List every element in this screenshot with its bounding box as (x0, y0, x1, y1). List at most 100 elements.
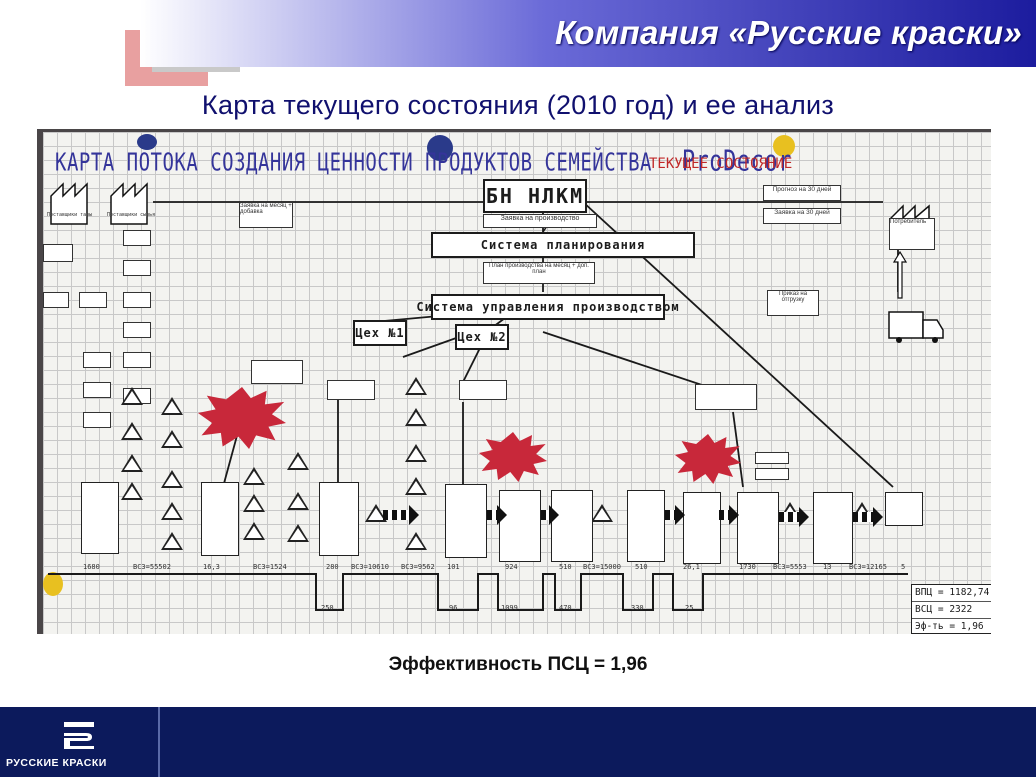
board-brand: ProDecor (681, 146, 792, 179)
timeline-wait-value: 470 (559, 604, 572, 612)
note-order (695, 384, 757, 410)
inventory-triangle-icon (121, 387, 143, 405)
truck-icon (888, 311, 944, 343)
line-down-e (222, 431, 239, 488)
line-order-c (732, 411, 744, 488)
summary-box: ВПЦ = 1182,74 ВСЦ = 2322 Эф-ть = 1,96 (911, 584, 991, 634)
note-order (459, 380, 507, 400)
note-monthly-plan: План производства на месяц + доп. план (483, 262, 595, 284)
board-title-text: КАРТА ПОТОКА СОЗДАНИЯ ЦЕННОСТИ ПРОДУКТОВ… (55, 148, 652, 178)
note-forecast: Прогноз на 30 дней (763, 185, 841, 201)
inventory-triangle-icon (161, 470, 183, 488)
note-order (755, 452, 789, 464)
timeline-wait-value: 25 (685, 604, 694, 612)
timeline-ladder (48, 573, 908, 611)
box-shop-2: Цех №2 (455, 324, 509, 350)
push-arrow-icon (665, 505, 685, 525)
inventory-triangle-icon (287, 492, 309, 510)
header-band (140, 0, 1036, 67)
timeline-value: ВСЗ=55502 (133, 563, 171, 571)
note-order (327, 380, 375, 400)
timeline-value: 1730 (739, 563, 756, 571)
timeline-value: 924 (505, 563, 518, 571)
timeline-value: ВСЗ=10610 (351, 563, 389, 571)
up-arrow-icon (893, 250, 907, 299)
inventory-triangle-icon (161, 532, 183, 550)
factory-icon (110, 182, 148, 225)
timeline-value: 1680 (83, 563, 100, 571)
inventory-triangle-icon (243, 494, 265, 512)
push-arrow-icon (383, 505, 419, 525)
note-shipping-order: Приказ на отгрузку (767, 290, 819, 316)
timeline-wait-value: 96 (449, 604, 458, 612)
consumer-text: Потребитель (890, 219, 927, 225)
process-stage-box (319, 482, 359, 556)
transport-tag (43, 292, 69, 308)
supplier-raw-label: Поставщики тары (47, 212, 93, 218)
timeline-value: ВСЗ=5553 (773, 563, 807, 571)
process-stage-box (551, 490, 593, 562)
footer-bar (0, 707, 1036, 777)
logo-icon (64, 722, 94, 749)
process-stage-box (813, 492, 853, 564)
inventory-triangle-icon (121, 454, 143, 472)
push-arrow-icon (487, 505, 507, 525)
inventory-triangle-icon (287, 524, 309, 542)
timeline-wait-value: 330 (631, 604, 644, 612)
transport-tag (83, 352, 111, 368)
timeline-value: ВСЗ=1524 (253, 563, 287, 571)
push-arrow-icon (779, 507, 809, 527)
pin-yellow (43, 572, 63, 596)
transport-tag (123, 352, 151, 368)
push-arrow-icon (853, 507, 883, 527)
board-photo: КАРТА ПОТОКА СОЗДАНИЯ ЦЕННОСТИ ПРОДУКТОВ… (37, 129, 991, 634)
note-monthly-request: Заявка на месяц + добавка (239, 202, 293, 228)
inventory-triangle-icon (287, 452, 309, 470)
board-title: КАРТА ПОТОКА СОЗДАНИЯ ЦЕННОСТИ ПРОДУКТОВ… (55, 146, 792, 179)
value-stream-map-board: КАРТА ПОТОКА СОЗДАНИЯ ЦЕННОСТИ ПРОДУКТОВ… (43, 132, 991, 634)
summary-vpc: ВПЦ = 1182,74 (912, 585, 991, 602)
inventory-triangle-icon (121, 482, 143, 500)
timeline-value: 510 (635, 563, 648, 571)
note-order (251, 360, 303, 384)
box-production-mgmt: Система управления производством (416, 294, 679, 320)
logo-text: РУССКИЕ КРАСКИ (6, 757, 107, 769)
transport-tag (123, 322, 151, 338)
timeline-value: 101 (447, 563, 460, 571)
timeline-value: 16,3 (203, 563, 220, 571)
inventory-triangle-icon (591, 504, 613, 522)
process-stage-box (885, 492, 923, 526)
inventory-triangle-icon (161, 430, 183, 448)
inventory-triangle-icon (121, 422, 143, 440)
box-bn-nlkm: БН НЛКМ (483, 179, 587, 213)
inventory-triangle-icon (365, 504, 387, 522)
inventory-triangle-icon (405, 477, 427, 495)
transport-tag (83, 412, 111, 428)
current-state-tag: ТЕКУЩЕЕ СОСТОЯНИЕ (649, 156, 793, 172)
push-arrow-icon (719, 505, 739, 525)
inventory-triangle-icon (405, 532, 427, 550)
line-shop2-b (542, 331, 724, 393)
timeline-value: 26,1 (683, 563, 700, 571)
timeline-value: 5 (901, 563, 906, 571)
timeline-wait-value: 1099 (501, 604, 518, 612)
transport-tag (79, 292, 107, 308)
process-stage-box (683, 492, 721, 564)
transport-tag (123, 260, 151, 276)
process-stage-box (737, 492, 779, 564)
inventory-triangle-icon (243, 467, 265, 485)
consumer-label: Потребитель (889, 218, 935, 250)
summary-eff: Эф-ть = 1,96 (915, 621, 984, 632)
transport-tag (123, 292, 151, 308)
company-title: Компания «Русские краски» (555, 14, 1022, 51)
timeline-value: ВСЗ=15000 (583, 563, 621, 571)
box-shop-1: Цех №1 (353, 320, 407, 346)
process-stage-box (81, 482, 119, 554)
inventory-triangle-icon (405, 377, 427, 395)
pin-blue (137, 134, 157, 150)
inventory-triangle-icon (405, 408, 427, 426)
box-planning-system: Система планирования (431, 232, 695, 258)
inventory-triangle-icon (161, 502, 183, 520)
process-stage-box (499, 490, 541, 562)
supplier-tare-label: Поставщики сырья (107, 212, 156, 218)
